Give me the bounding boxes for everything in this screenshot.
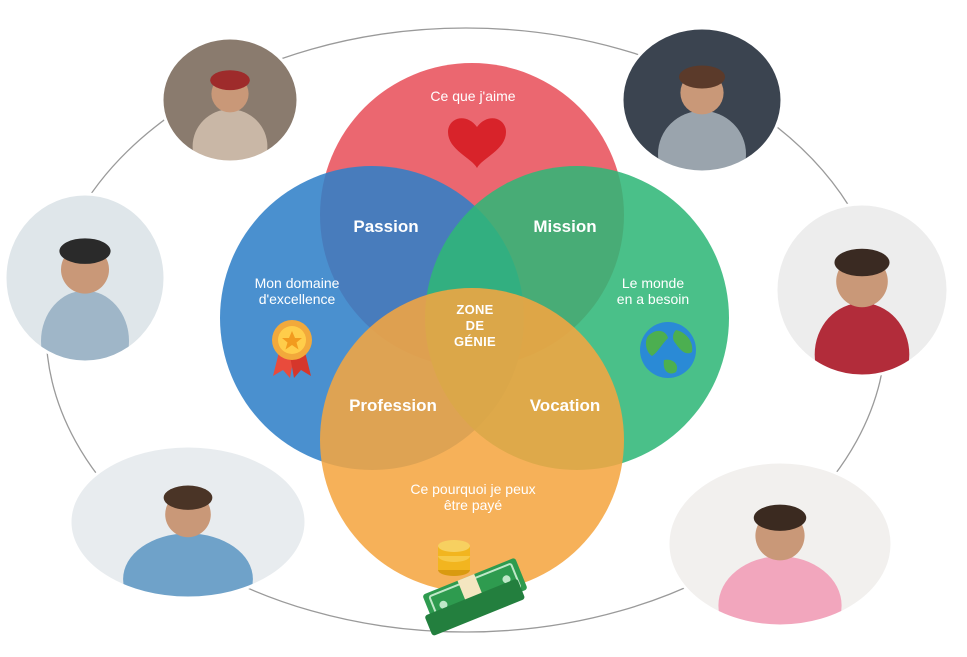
- label-love: Ce que j'aime: [430, 88, 515, 104]
- center-label-line3: GÉNIE: [454, 334, 496, 349]
- photo-chef-cooking: [622, 28, 782, 172]
- heart-icon: [448, 118, 506, 168]
- circle-paid: [320, 288, 624, 592]
- photo-woman-smiling-outdoors-frame: [160, 36, 300, 164]
- photo-woman-smiling-outdoors: [162, 38, 298, 162]
- photo-woman-with-blueprints: [776, 204, 948, 376]
- money-stack-icon: [423, 540, 527, 636]
- photo-designer-at-desk-frame: [68, 444, 308, 600]
- photo-designer-at-desk: [70, 446, 306, 598]
- award-ribbon-icon: [272, 320, 312, 378]
- label-excellence-line2: d'excellence: [259, 291, 336, 307]
- photo-woman-on-laptop-frame: [666, 460, 894, 628]
- photo-student-with-backpack-frame: [3, 192, 167, 364]
- label-excellence-line1: Mon domaine: [255, 275, 340, 291]
- photo-student-with-backpack: [5, 194, 165, 362]
- center-label-line2: DE: [466, 318, 485, 333]
- label-world-needs-line1: Le monde: [622, 275, 684, 291]
- photo-woman-on-laptop: [668, 462, 892, 626]
- photo-chef-cooking-frame: [620, 26, 784, 174]
- label-passion: Passion: [353, 217, 418, 236]
- center-label-line1: ZONE: [456, 302, 493, 317]
- photo-woman-with-blueprints-frame: [774, 202, 950, 378]
- label-profession: Profession: [349, 396, 437, 415]
- earth-globe-icon: [640, 322, 696, 378]
- label-vocation: Vocation: [530, 396, 601, 415]
- label-world-needs-line2: en a besoin: [617, 291, 689, 307]
- label-paid-line2: être payé: [444, 497, 503, 513]
- label-paid-line1: Ce pourquoi je peux: [410, 481, 535, 497]
- label-mission: Mission: [533, 217, 596, 236]
